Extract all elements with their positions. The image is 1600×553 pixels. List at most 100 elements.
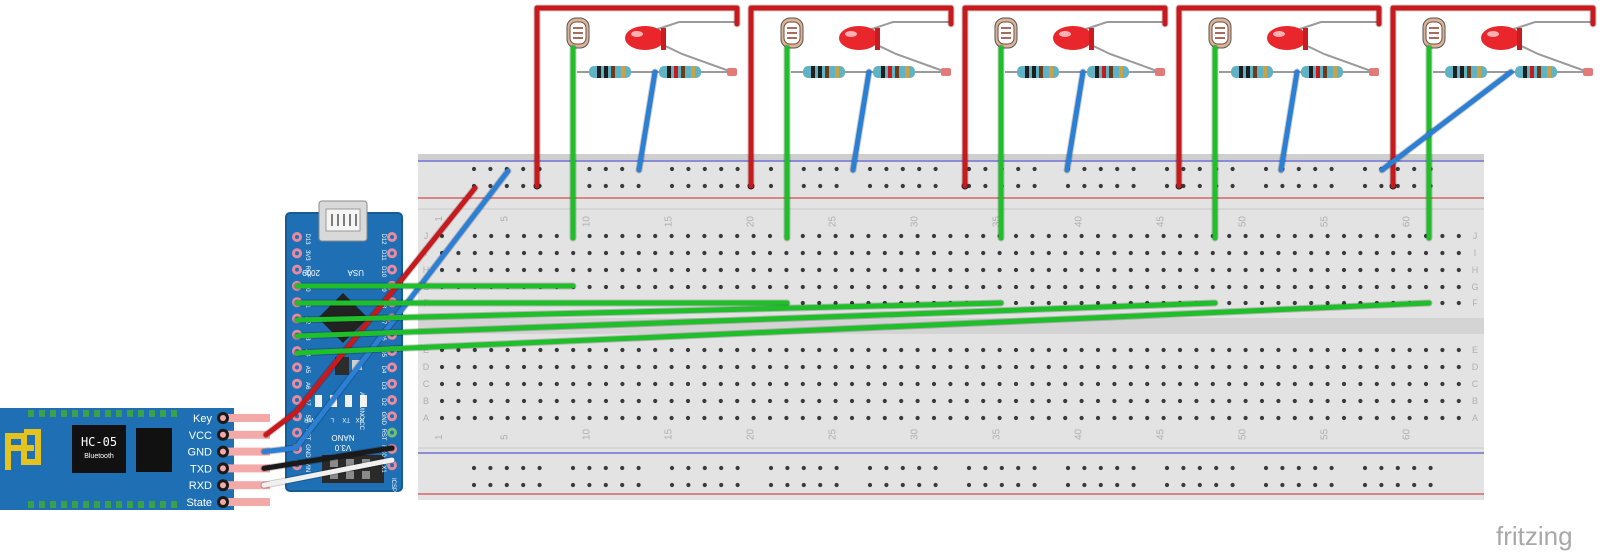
column-number-top: 35: [992, 216, 1003, 228]
rail-hole: [900, 166, 905, 172]
breadboard-hole: [1292, 267, 1297, 273]
breadboard-hole: [505, 267, 510, 273]
breadboard-hole: [538, 415, 543, 421]
breadboard-hole: [1095, 347, 1101, 353]
breadboard-hole: [751, 347, 756, 353]
rail-hole: [702, 183, 707, 189]
breadboard-hole: [1145, 233, 1150, 239]
breadboard-hole: [997, 267, 1002, 273]
breadboard-hole: [915, 415, 920, 421]
rail-hole: [1230, 166, 1235, 172]
resistor-band: [604, 66, 608, 78]
led-highlight: [1059, 31, 1071, 37]
breadboard-hole: [1243, 284, 1248, 290]
rail-hole: [636, 482, 641, 488]
rail-hole: [620, 183, 625, 189]
breadboard-hole: [899, 398, 904, 404]
nano-pin-label-left: GND: [304, 444, 310, 458]
breadboard-hole: [817, 364, 822, 370]
resistor-band: [1239, 66, 1243, 78]
breadboard-hole: [1210, 267, 1215, 273]
vcc-wire: [1390, 5, 1596, 189]
rail-hole: [900, 183, 905, 189]
hc05-pad-top: [171, 410, 177, 417]
column-number-bottom: 30: [910, 428, 921, 440]
breadboard-hole: [882, 364, 887, 370]
breadboard-hole: [817, 415, 822, 421]
hc05-pad-top: [83, 410, 89, 417]
breadboard-hole: [866, 381, 871, 387]
breadboard-hole: [1325, 347, 1330, 353]
breadboard-hole: [1407, 284, 1412, 290]
rail-hole: [933, 166, 938, 172]
breadboard-hole: [1276, 381, 1281, 387]
breadboard-hole: [767, 267, 773, 273]
breadboard-hole: [1341, 267, 1347, 273]
breadboard-hole: [1374, 284, 1379, 290]
breadboard-hole: [669, 284, 674, 290]
breadboard-hole: [505, 233, 510, 239]
breadboard-hole: [931, 347, 937, 353]
breadboard-hole: [1079, 250, 1084, 256]
breadboard-hole: [735, 364, 740, 370]
breadboard-hole: [833, 347, 838, 353]
rail-hole: [702, 482, 707, 488]
led-leg: [654, 21, 737, 31]
breadboard-hole: [1423, 284, 1429, 290]
breadboard-hole: [1112, 250, 1117, 256]
breadboard-hole: [1292, 347, 1297, 353]
unit-4: [1175, 17, 1379, 190]
breadboard-hole: [1276, 300, 1281, 306]
breadboard-hole: [554, 267, 559, 273]
breadboard-hole: [1046, 233, 1051, 239]
breadboard-hole: [718, 398, 723, 404]
gnd-wire: [1064, 69, 1086, 173]
rail-hole: [1131, 482, 1136, 488]
breadboard-hole: [1112, 364, 1117, 370]
breadboard-hole: [1259, 284, 1265, 290]
rail-hole: [966, 465, 972, 471]
hc05-main-chip: [72, 425, 126, 473]
hc05-pin-hole: [220, 465, 226, 472]
breadboard-hole: [636, 250, 641, 256]
nano-version: V3.0: [334, 443, 351, 452]
rail-hole: [1131, 166, 1136, 172]
breadboard-hole: [1259, 300, 1265, 306]
breadboard-hole: [964, 398, 969, 404]
breadboard-hole: [767, 364, 773, 370]
usb-connector-opening: [325, 208, 361, 232]
rail-hole: [801, 166, 806, 172]
breadboard-hole: [603, 250, 609, 256]
rail-hole: [537, 482, 542, 488]
breadboard-hole: [456, 381, 461, 387]
breadboard-hole: [784, 250, 789, 256]
wires: [260, 4, 1597, 489]
breadboard-hole: [1358, 250, 1363, 256]
breadboard-hole: [981, 284, 986, 290]
breadboard-hole: [800, 381, 805, 387]
rail-hole: [1115, 166, 1120, 172]
breadboard-hole: [685, 381, 691, 387]
breadboard-hole: [718, 381, 723, 387]
rail-hole: [900, 465, 905, 471]
rail-hole: [917, 183, 922, 189]
breadboard-hole: [1292, 250, 1297, 256]
breadboard-hole: [915, 381, 920, 387]
breadboard-hole: [1423, 267, 1429, 273]
breadboard-hole: [1079, 381, 1084, 387]
gnd-wire: [1278, 69, 1300, 173]
breadboard-hole: [1243, 267, 1248, 273]
nano-pin-right-hole: [390, 430, 394, 435]
led-leg: [1082, 21, 1165, 31]
rail-hole: [785, 482, 790, 488]
breadboard-hole: [1030, 250, 1035, 256]
breadboard-hole: [1391, 347, 1396, 353]
led-rim: [875, 28, 880, 50]
breadboard-hole: [915, 347, 920, 353]
nano-led-label-rx: RX: [356, 416, 364, 422]
breadboard-hole: [636, 398, 641, 404]
breadboard-hole: [784, 267, 789, 273]
breadboard-hole: [981, 364, 986, 370]
breadboard-hole: [1046, 300, 1051, 306]
rail-hole: [867, 166, 873, 172]
